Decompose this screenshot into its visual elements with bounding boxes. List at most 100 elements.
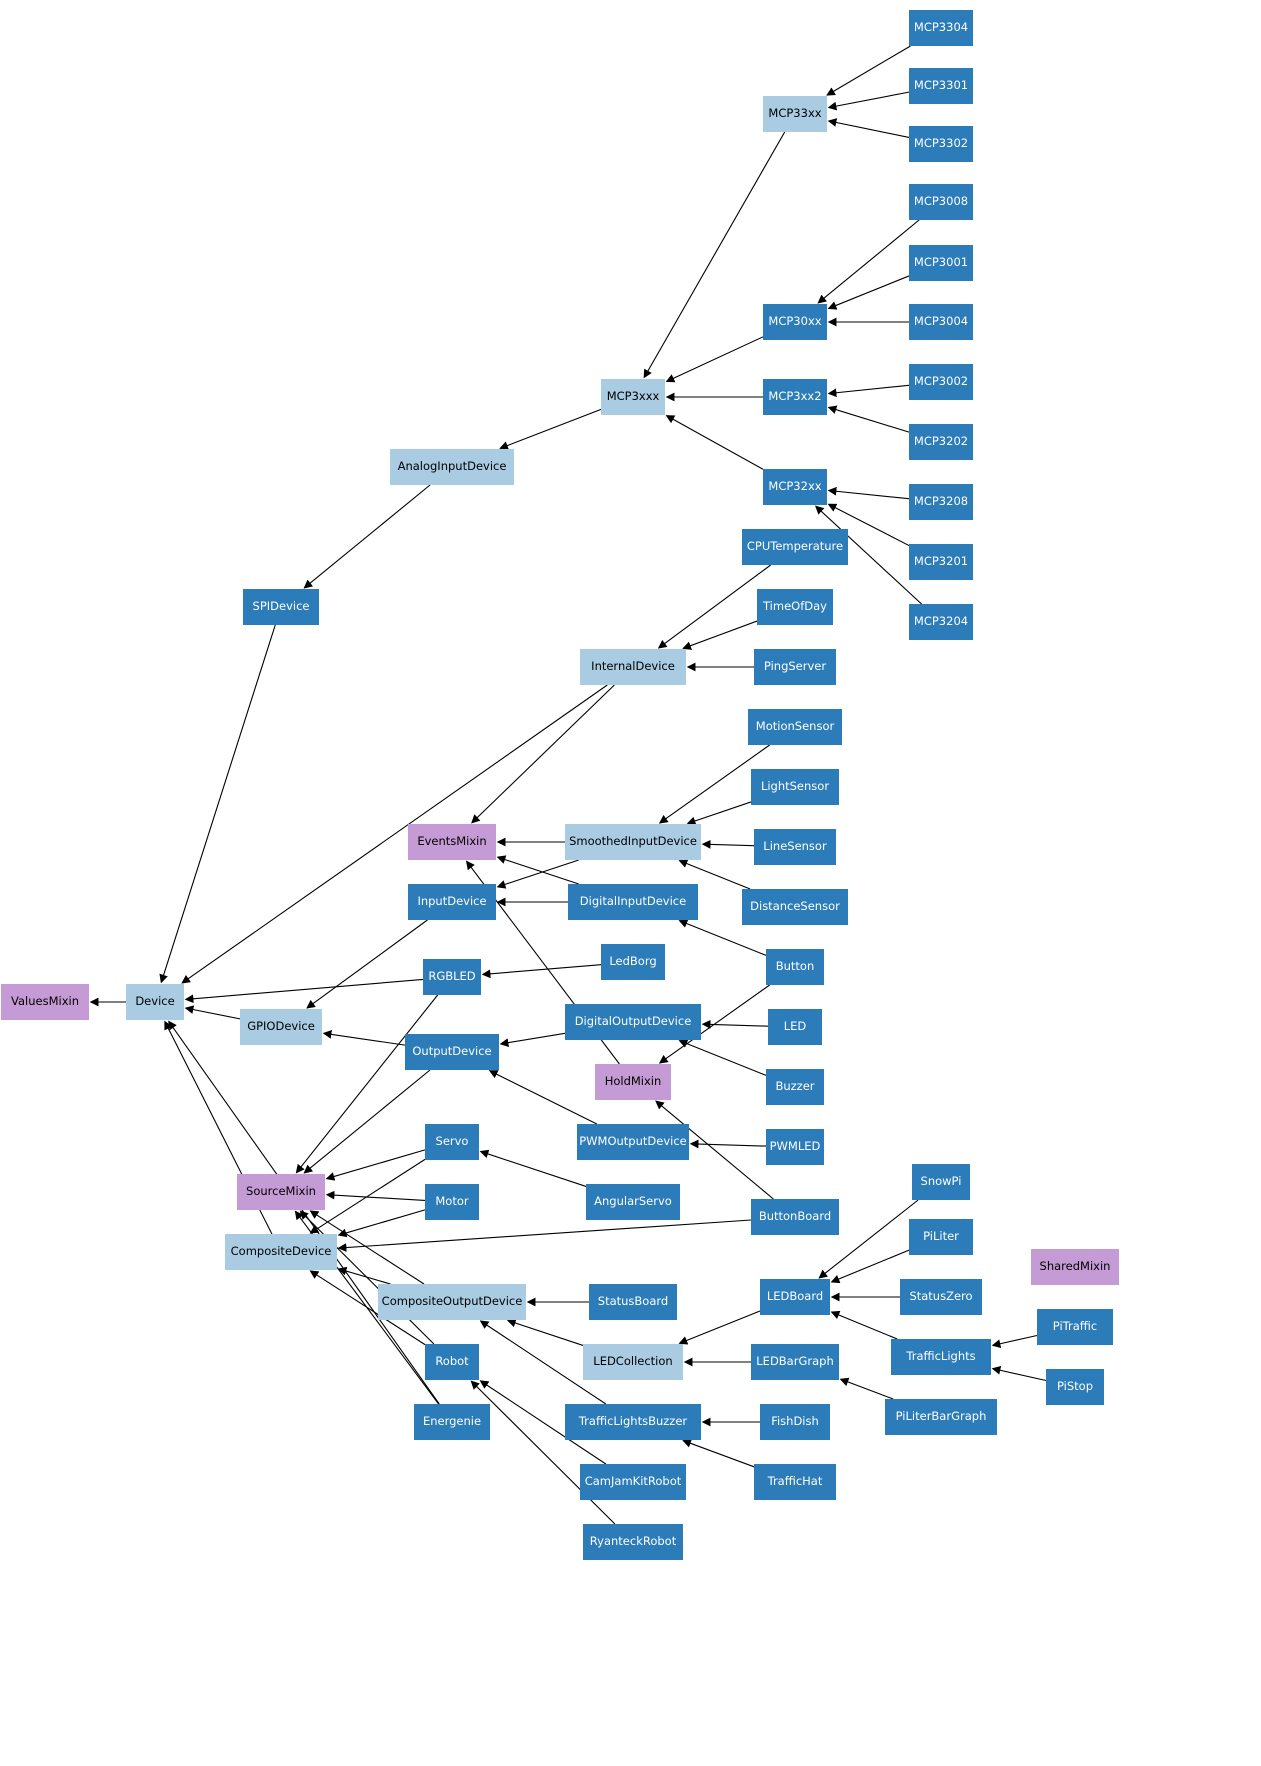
node-led[interactable]: LED (768, 1009, 822, 1045)
node-holdmixin[interactable]: HoldMixin (595, 1064, 671, 1100)
inheritance-edge-trafficlightsbuzzer-to-compositeoutputdevice (479, 1320, 607, 1405)
node-eventsmixin[interactable]: EventsMixin (408, 824, 496, 860)
node-ryanteckrobot[interactable]: RyanteckRobot (583, 1524, 683, 1560)
inheritance-edge-mcp3002-to-mcp3xx2 (827, 384, 910, 398)
node-label: SmoothedInputDevice (569, 834, 697, 849)
inheritance-edge-outputdevice-to-sourcemixin (303, 1069, 431, 1174)
node-mcp3008[interactable]: MCP3008 (909, 184, 973, 220)
inheritance-edge-buttonboard-to-holdmixin (655, 1100, 774, 1200)
node-motionsensor[interactable]: MotionSensor (748, 709, 842, 745)
node-mcp3202[interactable]: MCP3202 (909, 424, 973, 460)
node-label: HoldMixin (604, 1074, 662, 1089)
node-device[interactable]: Device (126, 984, 184, 1020)
node-angularservo[interactable]: AngularServo (586, 1184, 680, 1220)
inheritance-edge-mcp3204-to-mcp32xx (814, 505, 922, 605)
node-sourcemixin[interactable]: SourceMixin (237, 1174, 325, 1210)
node-energenie[interactable]: Energenie (414, 1404, 490, 1440)
node-lightsensor[interactable]: LightSensor (751, 769, 839, 805)
inheritance-edge-traffichat-to-trafficlightsbuzzer (682, 1439, 755, 1468)
node-mcp3201[interactable]: MCP3201 (909, 544, 973, 580)
node-button[interactable]: Button (766, 949, 824, 985)
node-mcp3002[interactable]: MCP3002 (909, 364, 973, 400)
node-label: PWMOutputDevice (579, 1134, 687, 1149)
node-robot[interactable]: Robot (425, 1344, 479, 1380)
node-motor[interactable]: Motor (425, 1184, 479, 1220)
node-label: DigitalInputDevice (579, 894, 687, 909)
node-pwmoutputdevice[interactable]: PWMOutputDevice (577, 1124, 689, 1160)
inheritance-edge-motor-to-compositedevice (337, 1209, 426, 1238)
node-ledboard[interactable]: LEDBoard (760, 1279, 830, 1315)
node-spidevice[interactable]: SPIDevice (243, 589, 319, 625)
node-distancesensor[interactable]: DistanceSensor (742, 889, 848, 925)
node-servo[interactable]: Servo (425, 1124, 479, 1160)
node-label: MCP32xx (768, 479, 822, 494)
node-label: MCP3301 (913, 78, 969, 93)
node-valuesmixin[interactable]: ValuesMixin (1, 984, 89, 1020)
node-label: Buzzer (775, 1079, 815, 1094)
inheritance-edge-pwmoutputdevice-to-outputdevice (488, 1070, 598, 1125)
node-mcp3xxx[interactable]: MCP3xxx (601, 379, 665, 415)
node-outputdevice[interactable]: OutputDevice (405, 1034, 499, 1070)
node-rgbled[interactable]: RGBLED (423, 959, 481, 995)
node-camjamkitrobot[interactable]: CamJamKitRobot (580, 1464, 686, 1500)
node-mcp3xx2[interactable]: MCP3xx2 (763, 379, 827, 415)
node-mcp33xx[interactable]: MCP33xx (763, 96, 827, 132)
node-cputemperature[interactable]: CPUTemperature (742, 529, 848, 565)
node-pingserver[interactable]: PingServer (754, 649, 836, 685)
node-mcp3001[interactable]: MCP3001 (909, 245, 973, 281)
node-buttonboard[interactable]: ButtonBoard (751, 1199, 839, 1235)
inheritance-edge-mcp3301-to-mcp33xx (827, 91, 910, 111)
node-mcp3204[interactable]: MCP3204 (909, 604, 973, 640)
node-label: PiTraffic (1052, 1319, 1098, 1334)
node-pistop[interactable]: PiStop (1046, 1369, 1104, 1405)
node-statuszero[interactable]: StatusZero (900, 1279, 982, 1315)
inheritance-edge-button-to-holdmixin (658, 984, 770, 1064)
node-ledborg[interactable]: LedBorg (601, 944, 665, 980)
node-sharedmixin[interactable]: SharedMixin (1031, 1249, 1119, 1285)
node-trafficlights[interactable]: TrafficLights (891, 1339, 991, 1375)
node-snowpi[interactable]: SnowPi (912, 1164, 970, 1200)
node-mcp3301[interactable]: MCP3301 (909, 68, 973, 104)
node-mcp3304[interactable]: MCP3304 (909, 10, 973, 46)
node-mcp3208[interactable]: MCP3208 (909, 484, 973, 520)
node-pwmled[interactable]: PWMLED (766, 1129, 824, 1165)
node-label: RyanteckRobot (589, 1534, 677, 1549)
node-compositeoutputdevice[interactable]: CompositeOutputDevice (378, 1284, 526, 1320)
node-label: InputDevice (417, 894, 487, 909)
node-mcp32xx[interactable]: MCP32xx (763, 469, 827, 505)
node-mcp3302[interactable]: MCP3302 (909, 126, 973, 162)
node-label: TrafficLightsBuzzer (578, 1414, 688, 1429)
node-label: MCP3004 (913, 314, 969, 329)
node-statusboard[interactable]: StatusBoard (589, 1284, 677, 1320)
inheritance-edge-distancesensor-to-smoothedinputdevice (678, 859, 751, 890)
inheritance-edge-ledcollection-to-compositeoutputdevice (506, 1318, 584, 1346)
node-digitalinputdevice[interactable]: DigitalInputDevice (568, 884, 698, 920)
node-fishdish[interactable]: FishDish (760, 1404, 830, 1440)
node-pitraffic[interactable]: PiTraffic (1037, 1309, 1113, 1345)
node-piliterbargraph[interactable]: PiLiterBarGraph (885, 1399, 997, 1435)
node-label: LEDBoard (766, 1289, 824, 1304)
node-gpiodevice[interactable]: GPIODevice (240, 1009, 322, 1045)
node-label: MCP30xx (768, 314, 822, 329)
node-mcp30xx[interactable]: MCP30xx (763, 304, 827, 340)
node-label: MCP3002 (913, 374, 969, 389)
inheritance-edge-mcp3304-to-mcp33xx (826, 45, 911, 96)
node-analoginputdevice[interactable]: AnalogInputDevice (390, 449, 514, 485)
node-internaldevice[interactable]: InternalDevice (580, 649, 686, 685)
inheritance-edge-mcp3202-to-mcp3xx2 (827, 405, 910, 433)
node-ledcollection[interactable]: LEDCollection (583, 1344, 683, 1380)
node-smoothedinputdevice[interactable]: SmoothedInputDevice (565, 824, 701, 860)
node-ledbargraph[interactable]: LEDBarGraph (751, 1344, 839, 1380)
node-mcp3004[interactable]: MCP3004 (909, 304, 973, 340)
node-timeofday[interactable]: TimeOfDay (757, 589, 833, 625)
node-traffichat[interactable]: TrafficHat (754, 1464, 836, 1500)
node-trafficlightsbuzzer[interactable]: TrafficLightsBuzzer (565, 1404, 701, 1440)
node-inputdevice[interactable]: InputDevice (408, 884, 496, 920)
node-digitaloutputdevice[interactable]: DigitalOutputDevice (565, 1004, 701, 1040)
node-piliter[interactable]: PiLiter (909, 1219, 973, 1255)
node-compositedevice[interactable]: CompositeDevice (225, 1234, 337, 1270)
node-linesensor[interactable]: LineSensor (754, 829, 836, 865)
node-buzzer[interactable]: Buzzer (766, 1069, 824, 1105)
node-label: InternalDevice (591, 659, 675, 674)
